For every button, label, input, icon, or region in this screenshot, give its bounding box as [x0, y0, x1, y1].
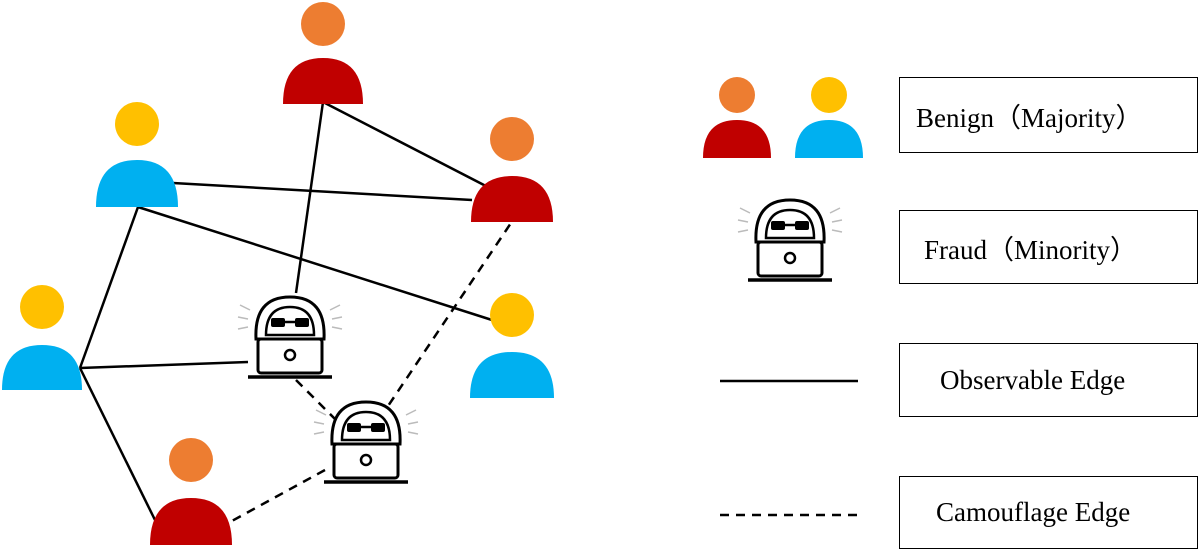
fraud-node	[312, 400, 420, 484]
fraud-node	[236, 295, 344, 379]
benign-node-red	[150, 438, 232, 545]
legend-fraud-icon	[736, 198, 844, 282]
camouflage-edge	[378, 219, 515, 419]
observable-edge	[322, 100, 514, 202]
legend-fraud-label: Fraud（Minority）	[899, 210, 1198, 284]
legend-benign-red-icon	[703, 77, 771, 158]
observable-edge	[79, 360, 249, 370]
legend-benign-label: Benign（Majority）	[899, 77, 1198, 153]
camouflage-edge	[295, 379, 337, 421]
benign-node-red	[283, 2, 363, 104]
observable-edge	[137, 205, 493, 322]
benign-node-blue	[2, 285, 82, 390]
benign-node-red	[471, 117, 553, 222]
camouflage-edge	[229, 468, 326, 524]
benign-node-blue	[96, 102, 178, 207]
observable-edge	[172, 181, 473, 202]
legend-benign-blue-icon	[795, 77, 863, 158]
legend-camouflage-label: Camouflage Edge	[899, 476, 1198, 549]
edges-layer	[78, 100, 515, 524]
benign-node-blue	[470, 293, 554, 398]
legend-observable-label: Observable Edge	[899, 343, 1198, 417]
observable-edge	[294, 101, 325, 294]
observable-edge	[78, 206, 140, 369]
observable-edge	[78, 367, 157, 521]
